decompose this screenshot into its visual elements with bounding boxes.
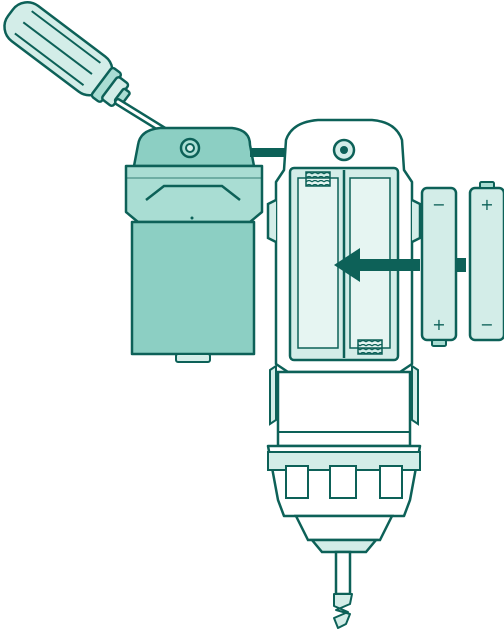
device-body — [266, 118, 422, 448]
spring-icon — [305, 171, 383, 355]
screw-icon — [179, 137, 201, 159]
battery-left-top-label: − — [432, 195, 445, 214]
drill-bit — [333, 550, 353, 629]
screwdriver-icon — [3, 1, 190, 148]
arrow-left-icon — [334, 248, 466, 282]
battery-left-bottom-label: + — [432, 315, 445, 334]
battery-icon: − + + − — [420, 181, 504, 347]
battery-cover — [124, 126, 264, 363]
device-chuck — [266, 444, 422, 554]
battery-right-bottom-label: − — [480, 315, 493, 334]
battery-right-top-label: + — [480, 195, 493, 214]
